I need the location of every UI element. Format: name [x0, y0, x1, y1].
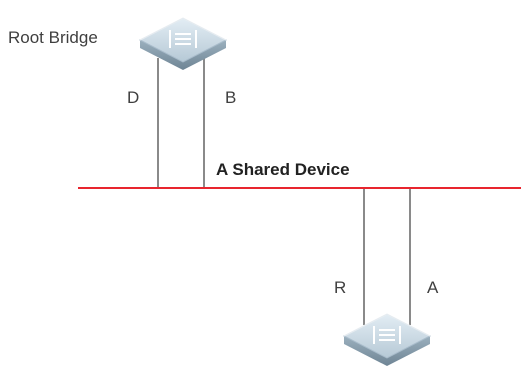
port-r-label: R	[334, 278, 347, 297]
shared-device-label: A Shared Device	[216, 160, 350, 179]
root-bridge-switch-icon	[138, 17, 228, 70]
root-bridge-label: Root Bridge	[8, 28, 98, 47]
bottom-switch-icon	[342, 313, 432, 366]
port-a-label: A	[427, 278, 439, 297]
port-b-label: B	[225, 88, 237, 107]
port-d-label: D	[127, 88, 140, 107]
